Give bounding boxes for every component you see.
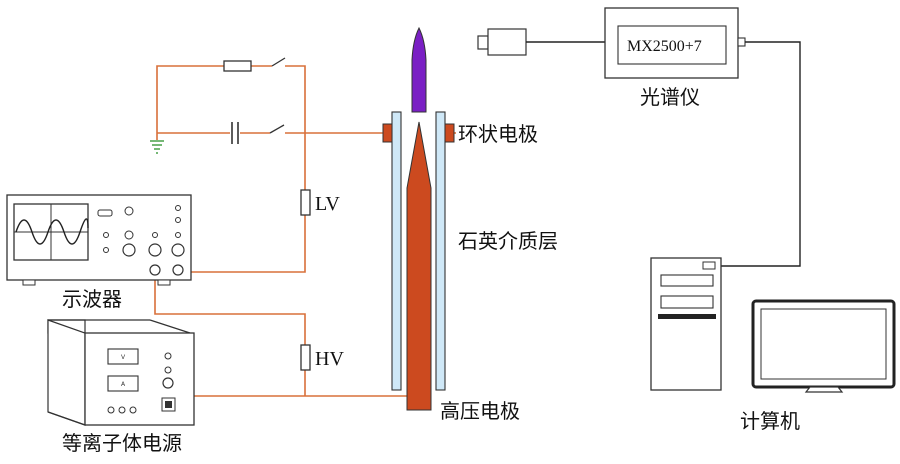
quartz-wall-right <box>435 111 446 391</box>
high-voltage-electrode-label: 高压电极 <box>440 399 520 423</box>
capacitor <box>231 122 239 144</box>
ground-icon <box>150 140 164 154</box>
plasma-reactor <box>382 26 455 411</box>
plasma-power-supply: V A <box>47 319 195 426</box>
spectrometer-model: MX2500+7 <box>627 38 702 55</box>
computer-label: 计算机 <box>740 409 800 433</box>
oscilloscope-label: 示波器 <box>62 287 122 311</box>
lv-probe <box>300 189 311 216</box>
sine-wave <box>15 218 89 245</box>
ring-electrode-right <box>444 123 455 143</box>
ring-electrode-label: 环状电极 <box>458 122 538 146</box>
plasma-jet <box>411 26 427 113</box>
hv-probe <box>300 344 311 371</box>
computer-tower <box>650 257 722 391</box>
fiber-probe <box>477 28 527 56</box>
spectrometer-to-computer-cable <box>721 41 801 267</box>
hv-probe-label: HV <box>315 348 344 370</box>
circuit-wiring <box>154 65 456 397</box>
spectrometer <box>604 7 746 79</box>
computer-monitor <box>751 299 896 393</box>
switch-bottom <box>269 124 285 134</box>
spectrometer-label: 光谱仪 <box>640 85 700 109</box>
oscilloscope <box>6 194 192 286</box>
psu-ammeter-label: A <box>121 381 126 388</box>
psu-voltmeter-label: V <box>121 354 126 361</box>
high-voltage-electrode <box>406 121 432 411</box>
ring-electrode-left <box>382 123 393 143</box>
resistor <box>223 60 252 72</box>
plasma-power-supply-label: 等离子体电源 <box>62 431 182 455</box>
quartz-wall-left <box>391 111 402 391</box>
quartz-dielectric-label: 石英介质层 <box>458 229 558 253</box>
lv-probe-label: LV <box>315 193 340 215</box>
psu-voltmeter <box>107 348 139 365</box>
switch-top <box>271 57 286 67</box>
psu-ammeter <box>107 375 139 392</box>
